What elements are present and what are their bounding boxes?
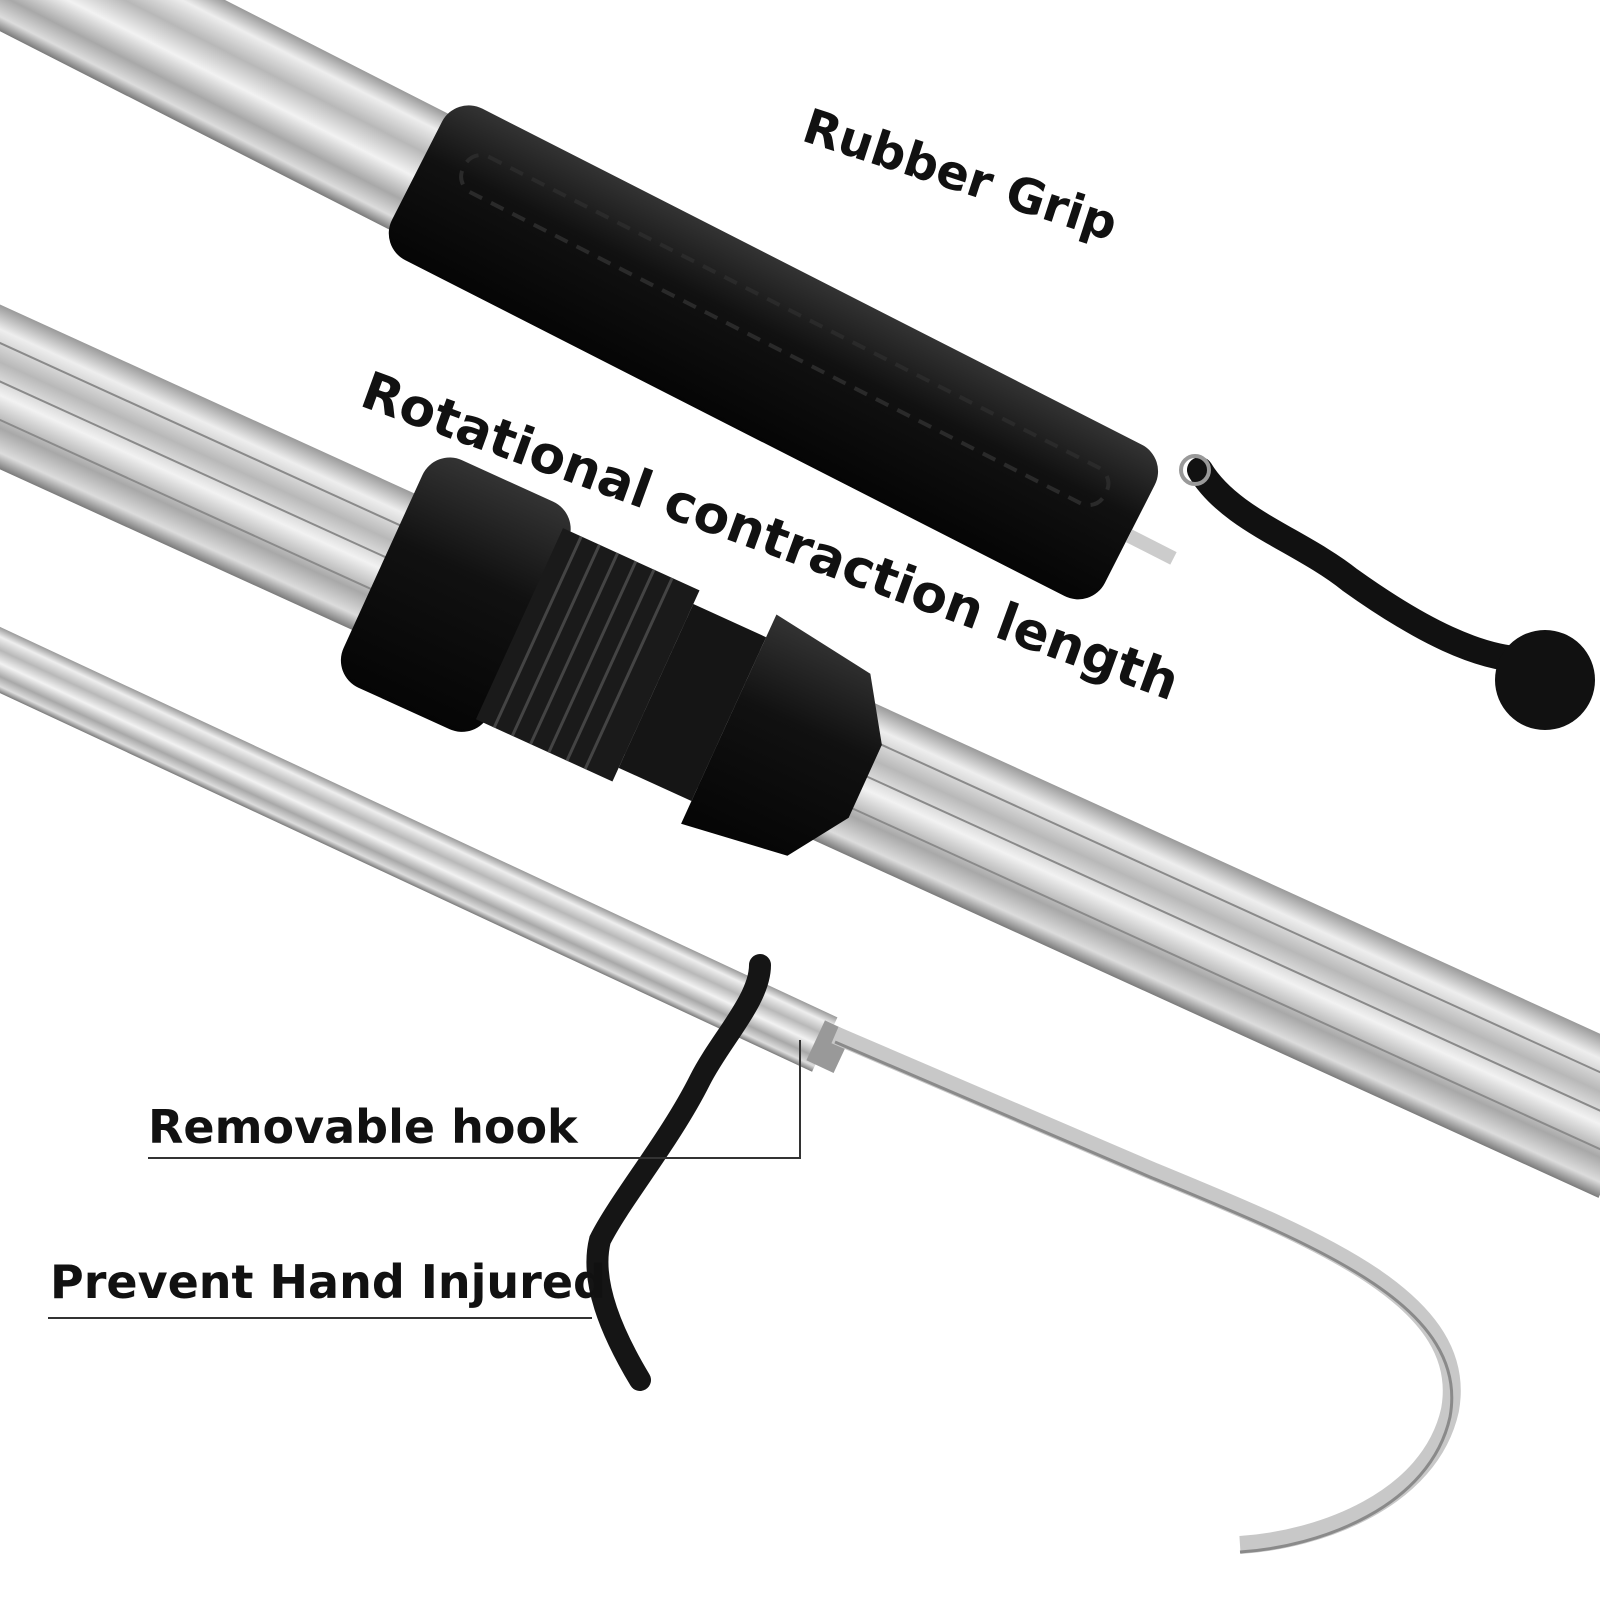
label-prevent-hand-injured: Prevent Hand Injured (50, 1255, 606, 1309)
rubber-grip (388, 105, 1159, 600)
grip-pin (1125, 529, 1177, 565)
middle-pole (0, 273, 1600, 1198)
lanyard (1187, 457, 1543, 673)
lower-pole-tube (0, 590, 838, 1072)
removable-hook (831, 1026, 1461, 1554)
callout-line-hook (148, 1040, 801, 1159)
lanyard-ring (1179, 454, 1211, 486)
top-pole-tube (0, 0, 500, 256)
hand-guard (586, 954, 771, 1391)
rotation-lock-coupler (340, 457, 882, 856)
lanyard-bead (1495, 630, 1595, 730)
label-rubber-grip: Rubber Grip (796, 98, 1124, 252)
label-removable-hook: Removable hook (148, 1100, 579, 1154)
top-pole (0, 0, 1177, 600)
